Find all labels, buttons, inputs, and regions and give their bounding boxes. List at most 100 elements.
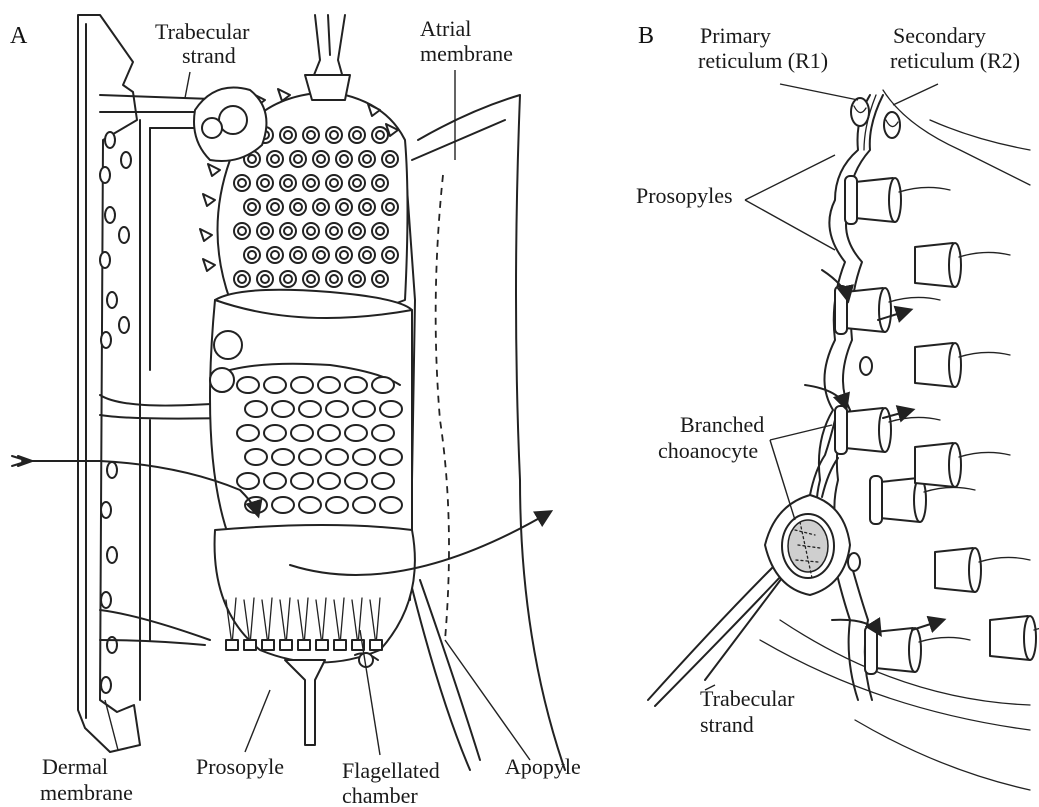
chamber-prosopyle-inner: [271, 155, 279, 163]
chamber-prosopyle-inner: [363, 203, 371, 211]
chamber-prosopyle-inner: [376, 227, 384, 235]
dermal-pores: [100, 132, 131, 693]
chamber-prosopyle-inner: [248, 155, 256, 163]
choanocyte-cell: [262, 640, 274, 650]
chamber-prosopyle-inner: [386, 251, 394, 259]
chamber-pore: [272, 401, 294, 417]
flagellum: [959, 352, 1010, 357]
chamber-pore: [353, 401, 375, 417]
collar-rim: [909, 628, 921, 672]
choanocyte-body: [865, 626, 877, 674]
chamber-prosopyle-inner: [284, 227, 292, 235]
chamber-pore: [237, 425, 259, 441]
chamber-prosopyle-inner: [271, 251, 279, 259]
panel-b: B Primary reticulum (R1) Secondary retic…: [636, 23, 1039, 790]
chamber-pore: [299, 449, 321, 465]
choanocyte-cell: [370, 640, 382, 650]
chamber-prosopyle-inner: [294, 251, 302, 259]
middle-flagellated-chamber: [210, 290, 412, 541]
chamber-pore: [264, 425, 286, 441]
label-dermal-membrane: Dermal membrane: [40, 754, 133, 805]
dermal-pore: [100, 252, 110, 268]
chamber-prosopyle-inner: [307, 227, 315, 235]
collar-rim: [1024, 616, 1036, 660]
atrial-membrane-drawing: [405, 95, 565, 770]
chamber-pore: [299, 497, 321, 513]
chamber-prosopyle-inner: [330, 227, 338, 235]
flagellum: [959, 452, 1010, 457]
label-atrial-membrane: Atrial membrane: [420, 16, 513, 66]
label-secondary-reticulum: Secondary reticulum (R2): [890, 23, 1020, 73]
panel-b-letter: B: [638, 23, 654, 49]
collar-rim: [969, 548, 981, 592]
chamber-prosopyle-inner: [363, 251, 371, 259]
chamber-prosopyle-inner: [330, 275, 338, 283]
flagellum: [924, 487, 975, 492]
chamber-prosopyle-inner: [353, 227, 361, 235]
chamber-pore: [372, 377, 394, 393]
dermal-pore: [107, 462, 117, 478]
label-apopyle: Apopyle: [505, 754, 581, 779]
chamber-pore: [326, 497, 348, 513]
dermal-pore: [119, 227, 129, 243]
chamber-pore: [299, 401, 321, 417]
label-primary-reticulum: Primary reticulum (R1): [698, 23, 828, 73]
chamber-pore: [380, 497, 402, 513]
chamber-pore: [372, 425, 394, 441]
dermal-pore: [101, 332, 111, 348]
chamber-prosopyle-inner: [284, 179, 292, 187]
chamber-prosopyle-inner: [376, 179, 384, 187]
collar-spike: [203, 259, 215, 271]
choanocyte-cell: [244, 640, 256, 650]
dermal-pore: [100, 167, 110, 183]
chamber-prosopyle-inner: [238, 275, 246, 283]
chamber-prosopyle-inner: [307, 131, 315, 139]
chamber-prosopyle-inner: [261, 227, 269, 235]
flagellum: [889, 297, 940, 302]
chamber-prosopyle-inner: [238, 179, 246, 187]
leader-lines-b: [705, 84, 938, 690]
chamber-pore: [380, 449, 402, 465]
collar-rim: [949, 243, 961, 287]
chamber-pore: [326, 401, 348, 417]
collar-rim: [889, 178, 901, 222]
chamber-prosopyle-inner: [284, 275, 292, 283]
chamber-prosopyle-inner: [386, 203, 394, 211]
chamber-prosopyle-inner: [271, 203, 279, 211]
chamber-pore: [326, 449, 348, 465]
chamber-prosopyle-inner: [248, 203, 256, 211]
chamber-pore: [291, 425, 313, 441]
dermal-pore: [121, 152, 131, 168]
panel-a-letter: A: [10, 23, 28, 49]
chamber-pore: [380, 401, 402, 417]
chamber-pore: [345, 377, 367, 393]
chamber-prosopyle-inner: [353, 131, 361, 139]
chamber-prosopyle-inner: [317, 203, 325, 211]
chamber-pore: [353, 497, 375, 513]
trabecular-strand-b: [648, 565, 782, 706]
flagellum: [919, 637, 970, 642]
chamber-prosopyle-inner: [340, 203, 348, 211]
chamber-prosopyle-inner: [330, 179, 338, 187]
label-flagellated-chamber: Flagellated chamber: [342, 758, 445, 807]
chamber-prosopyle-inner: [317, 251, 325, 259]
label-branched-choanocyte: Branched choanocyte: [658, 412, 770, 463]
chamber-prosopyle-inner: [376, 131, 384, 139]
chamber-pore: [318, 377, 340, 393]
chamber-prosopyle-inner: [294, 155, 302, 163]
chamber-pore: [291, 377, 313, 393]
collar-rim: [879, 288, 891, 332]
chamber-pore: [291, 473, 313, 489]
chamber-pore: [245, 401, 267, 417]
choanocyte-cell: [316, 640, 328, 650]
flagellum: [889, 417, 940, 422]
label-trabecular-strand-a: Trabecular strand: [155, 19, 255, 68]
chamber-pore: [345, 425, 367, 441]
label-prosopyle: Prosopyle: [196, 754, 284, 779]
dermal-pore: [107, 547, 117, 563]
chamber-prosopyle-inner: [284, 131, 292, 139]
dermal-pore: [101, 502, 111, 518]
choanocyte-body: [845, 176, 857, 224]
